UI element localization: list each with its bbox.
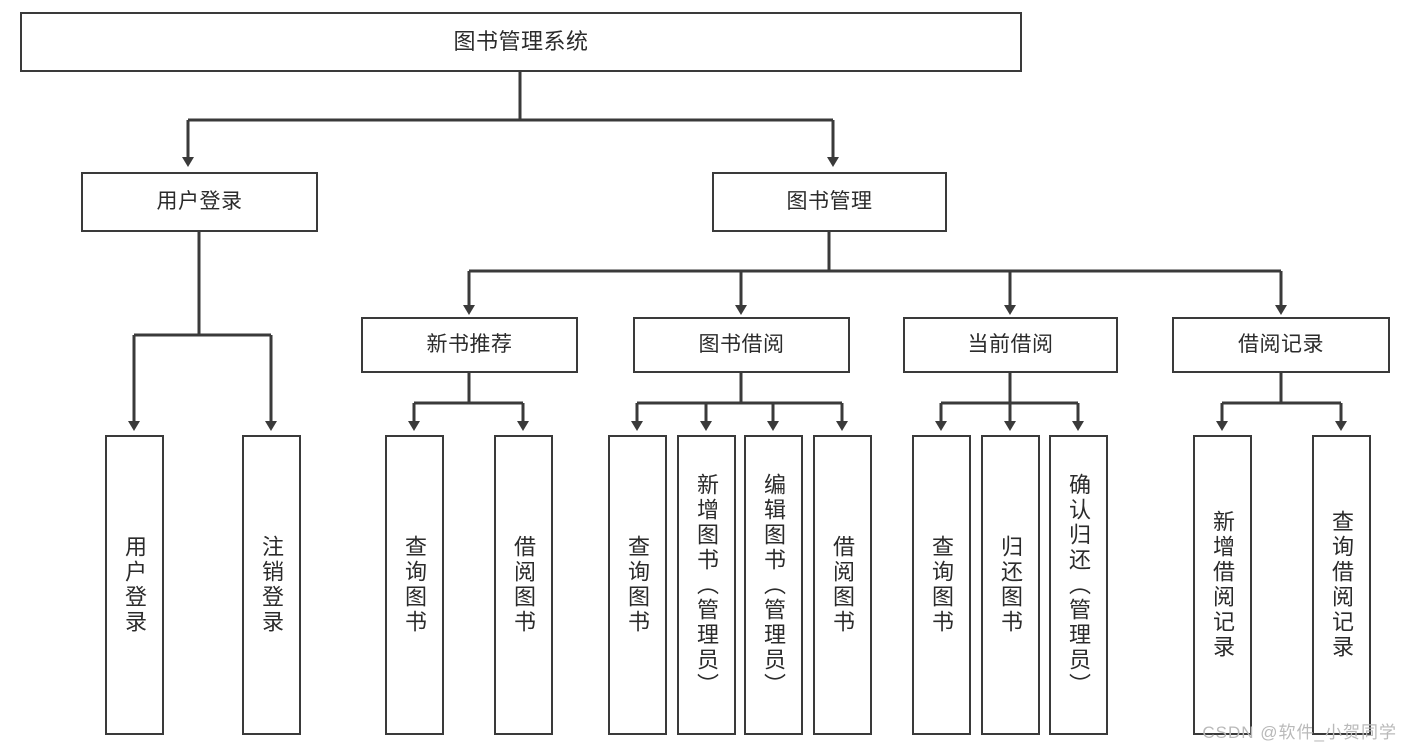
node-leaf-query-book-3[interactable]: 查询图书 bbox=[912, 435, 971, 735]
node-label: 查询图书 bbox=[402, 535, 428, 635]
node-leaf-add-book-admin[interactable]: 新增图书（管理员） bbox=[677, 435, 736, 735]
node-leaf-edit-book-admin[interactable]: 编辑图书（管理员） bbox=[744, 435, 803, 735]
node-leaf-logout-login[interactable]: 注销登录 bbox=[242, 435, 301, 735]
node-leaf-user-login[interactable]: 用户登录 bbox=[105, 435, 164, 735]
node-leaf-add-borrow-record[interactable]: 新增借阅记录 bbox=[1193, 435, 1252, 735]
node-leaf-query-book-1[interactable]: 查询图书 bbox=[385, 435, 444, 735]
node-label: 新增借阅记录 bbox=[1210, 510, 1236, 660]
node-leaf-borrow-book-2[interactable]: 借阅图书 bbox=[813, 435, 872, 735]
node-leaf-return-book[interactable]: 归还图书 bbox=[981, 435, 1040, 735]
node-book-management-system[interactable]: 图书管理系统 bbox=[20, 12, 1022, 72]
node-label: 确认归还（管理员） bbox=[1066, 472, 1092, 698]
node-new-book-recommend[interactable]: 新书推荐 bbox=[361, 317, 578, 373]
node-label: 新增图书（管理员） bbox=[694, 472, 720, 698]
node-label: 借阅图书 bbox=[830, 535, 856, 635]
node-label: 新书推荐 bbox=[426, 333, 513, 357]
node-label: 借阅记录 bbox=[1238, 333, 1324, 357]
node-book-borrow[interactable]: 图书借阅 bbox=[633, 317, 850, 373]
node-label: 当前借阅 bbox=[967, 333, 1054, 357]
node-label: 图书管理 bbox=[786, 190, 873, 214]
node-label: 查询图书 bbox=[625, 535, 651, 635]
node-label: 查询借阅记录 bbox=[1329, 510, 1355, 660]
node-leaf-query-book-2[interactable]: 查询图书 bbox=[608, 435, 667, 735]
node-label: 用户登录 bbox=[156, 190, 243, 214]
node-leaf-confirm-return-admin[interactable]: 确认归还（管理员） bbox=[1049, 435, 1108, 735]
node-leaf-borrow-book-1[interactable]: 借阅图书 bbox=[494, 435, 553, 735]
node-label: 用户登录 bbox=[122, 535, 148, 635]
node-leaf-query-borrow-record[interactable]: 查询借阅记录 bbox=[1312, 435, 1371, 735]
node-label: 图书管理系统 bbox=[453, 29, 589, 55]
node-current-borrow[interactable]: 当前借阅 bbox=[903, 317, 1118, 373]
node-label: 注销登录 bbox=[259, 535, 285, 635]
node-label: 借阅图书 bbox=[511, 535, 537, 635]
watermark: CSDN @软件_小贺同学 bbox=[1202, 723, 1397, 742]
node-book-management[interactable]: 图书管理 bbox=[712, 172, 947, 232]
node-label: 查询图书 bbox=[929, 535, 955, 635]
node-label: 图书借阅 bbox=[698, 333, 785, 357]
node-label: 编辑图书（管理员） bbox=[761, 472, 787, 698]
node-label: 归还图书 bbox=[998, 535, 1024, 635]
node-borrow-record[interactable]: 借阅记录 bbox=[1172, 317, 1390, 373]
node-user-login[interactable]: 用户登录 bbox=[81, 172, 318, 232]
